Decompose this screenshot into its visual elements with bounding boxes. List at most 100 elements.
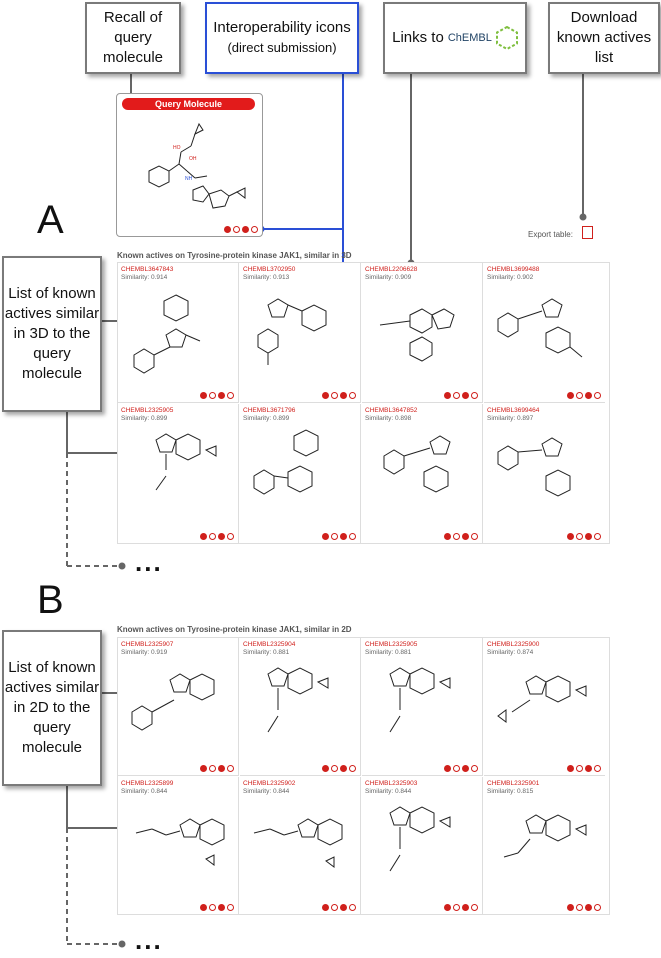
pill-icon[interactable] (340, 533, 347, 540)
smiley-icon[interactable] (349, 904, 356, 911)
target-icon[interactable] (576, 533, 583, 540)
interop-icons[interactable] (322, 904, 356, 911)
chembl-id-link[interactable]: CHEMBL3647843 (121, 266, 174, 273)
target-icon[interactable] (453, 392, 460, 399)
interop-icons[interactable] (200, 765, 234, 772)
smiley-icon[interactable] (251, 226, 258, 233)
result-card[interactable]: CHEMBL3702950 Similarity: 0.913 (240, 263, 361, 403)
export-pdf-icon[interactable] (582, 226, 593, 239)
smiley-icon[interactable] (349, 533, 356, 540)
people-icon[interactable] (444, 392, 451, 399)
result-card[interactable]: CHEMBL2325901 Similarity: 0.815 (484, 777, 605, 914)
target-icon[interactable] (453, 904, 460, 911)
interop-icons[interactable] (200, 392, 234, 399)
result-card[interactable]: CHEMBL3699464 Similarity: 0.897 (484, 404, 605, 543)
pill-icon[interactable] (218, 904, 225, 911)
target-icon[interactable] (331, 904, 338, 911)
target-icon[interactable] (209, 392, 216, 399)
people-icon[interactable] (444, 533, 451, 540)
people-icon[interactable] (567, 533, 574, 540)
people-icon[interactable] (322, 533, 329, 540)
interop-icons[interactable] (322, 533, 356, 540)
target-icon[interactable] (453, 765, 460, 772)
result-card[interactable]: CHEMBL2325900 Similarity: 0.874 (484, 638, 605, 776)
people-icon[interactable] (200, 392, 207, 399)
pill-icon[interactable] (462, 533, 469, 540)
people-icon[interactable] (567, 765, 574, 772)
smiley-icon[interactable] (349, 765, 356, 772)
interop-icons[interactable] (444, 392, 478, 399)
interop-icons[interactable] (567, 533, 601, 540)
chembl-id-link[interactable]: CHEMBL2325902 (243, 780, 296, 787)
smiley-icon[interactable] (349, 392, 356, 399)
smiley-icon[interactable] (227, 392, 234, 399)
target-icon[interactable] (209, 765, 216, 772)
pill-icon[interactable] (585, 904, 592, 911)
chembl-id-link[interactable]: CHEMBL2325907 (121, 641, 174, 648)
people-icon[interactable] (200, 765, 207, 772)
smiley-icon[interactable] (227, 765, 234, 772)
result-card[interactable]: CHEMBL2325907 Similarity: 0.919 (118, 638, 239, 776)
chembl-id-link[interactable]: CHEMBL3699464 (487, 407, 540, 414)
chembl-id-link[interactable]: CHEMBL2325904 (243, 641, 296, 648)
smiley-icon[interactable] (594, 533, 601, 540)
target-icon[interactable] (453, 533, 460, 540)
result-card[interactable]: CHEMBL3647852 Similarity: 0.898 (362, 404, 483, 543)
target-icon[interactable] (331, 392, 338, 399)
smiley-icon[interactable] (594, 765, 601, 772)
people-icon[interactable] (200, 533, 207, 540)
people-icon[interactable] (322, 904, 329, 911)
query-interop-icons[interactable] (224, 226, 258, 233)
pill-icon[interactable] (242, 226, 249, 233)
interop-icons[interactable] (200, 904, 234, 911)
target-icon[interactable] (331, 765, 338, 772)
pill-icon[interactable] (340, 392, 347, 399)
chembl-id-link[interactable]: CHEMBL2325905 (121, 407, 174, 414)
result-card[interactable]: CHEMBL3647843 Similarity: 0.914 (118, 263, 239, 403)
people-icon[interactable] (444, 765, 451, 772)
smiley-icon[interactable] (594, 392, 601, 399)
pill-icon[interactable] (462, 765, 469, 772)
chembl-id-link[interactable]: CHEMBL2206628 (365, 266, 418, 273)
result-card[interactable]: CHEMBL2325905 Similarity: 0.899 (118, 404, 239, 543)
chembl-id-link[interactable]: CHEMBL2325905 (365, 641, 418, 648)
pill-icon[interactable] (585, 392, 592, 399)
target-icon[interactable] (209, 533, 216, 540)
chembl-id-link[interactable]: CHEMBL3671796 (243, 407, 296, 414)
smiley-icon[interactable] (227, 533, 234, 540)
target-icon[interactable] (331, 533, 338, 540)
interop-icons[interactable] (444, 533, 478, 540)
chembl-id-link[interactable]: CHEMBL3699488 (487, 266, 540, 273)
interop-icons[interactable] (567, 904, 601, 911)
chembl-id-link[interactable]: CHEMBL2325903 (365, 780, 418, 787)
pill-icon[interactable] (585, 765, 592, 772)
smiley-icon[interactable] (471, 765, 478, 772)
target-icon[interactable] (576, 765, 583, 772)
interop-icons[interactable] (322, 392, 356, 399)
result-card[interactable]: CHEMBL3671796 Similarity: 0.899 (240, 404, 361, 543)
chembl-id-link[interactable]: CHEMBL2325899 (121, 780, 174, 787)
result-card[interactable]: CHEMBL2325905 Similarity: 0.881 (362, 638, 483, 776)
pill-icon[interactable] (218, 765, 225, 772)
pill-icon[interactable] (462, 904, 469, 911)
people-icon[interactable] (567, 392, 574, 399)
result-card[interactable]: CHEMBL2325904 Similarity: 0.881 (240, 638, 361, 776)
pill-icon[interactable] (218, 392, 225, 399)
interop-icons[interactable] (444, 765, 478, 772)
smiley-icon[interactable] (594, 904, 601, 911)
smiley-icon[interactable] (471, 904, 478, 911)
result-card[interactable]: CHEMBL2206628 Similarity: 0.909 (362, 263, 483, 403)
result-card[interactable]: CHEMBL3699488 Similarity: 0.902 (484, 263, 605, 403)
target-icon[interactable] (233, 226, 240, 233)
smiley-icon[interactable] (471, 533, 478, 540)
people-icon[interactable] (200, 904, 207, 911)
people-icon[interactable] (567, 904, 574, 911)
target-icon[interactable] (576, 392, 583, 399)
interop-icons[interactable] (567, 392, 601, 399)
people-icon[interactable] (444, 904, 451, 911)
chembl-id-link[interactable]: CHEMBL3647852 (365, 407, 418, 414)
pill-icon[interactable] (218, 533, 225, 540)
interop-icons[interactable] (322, 765, 356, 772)
chembl-id-link[interactable]: CHEMBL2325900 (487, 641, 540, 648)
target-icon[interactable] (576, 904, 583, 911)
